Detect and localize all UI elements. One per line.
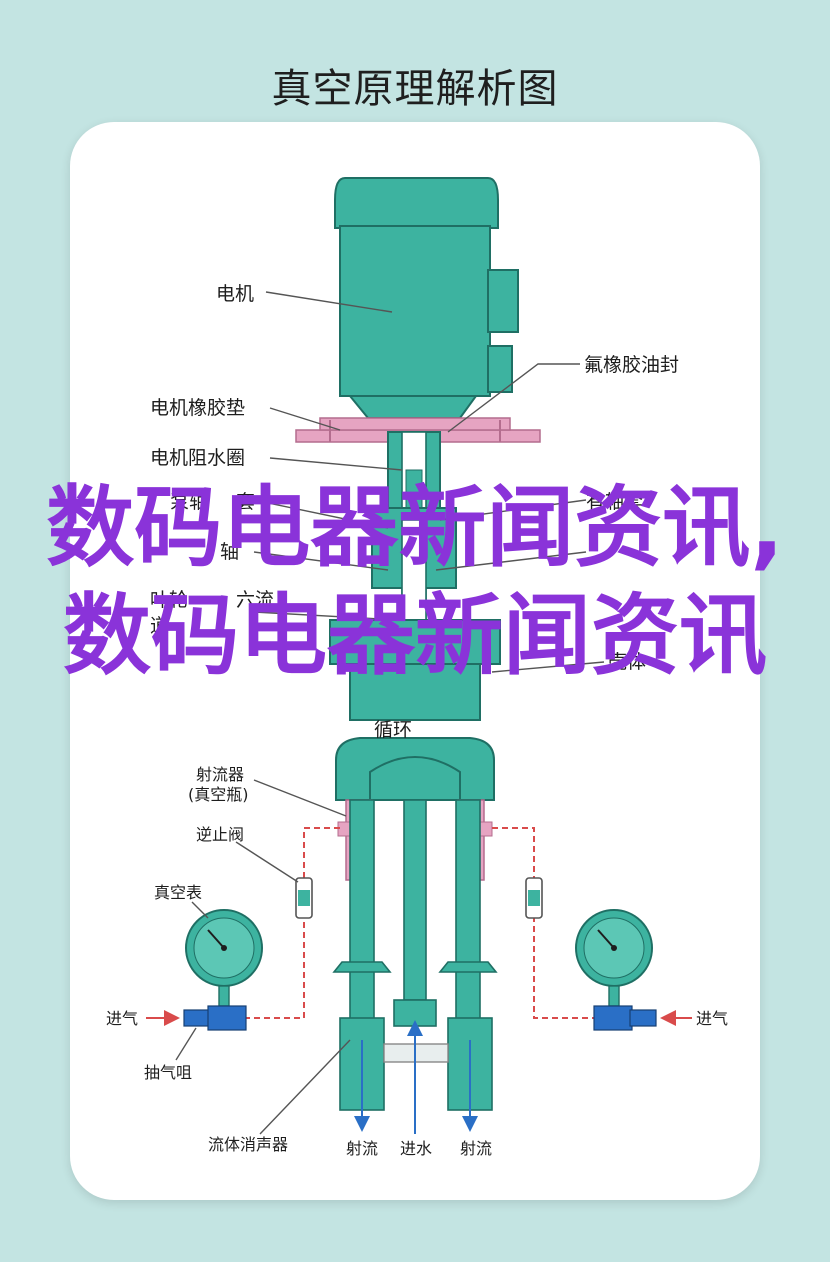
- label-air-in-right: 进气: [696, 1009, 728, 1028]
- label-motor-water-ring: 电机阻水圈: [150, 447, 245, 469]
- label-ejector-line2: (真空瓶): [188, 785, 249, 804]
- leader-lines: [175, 291, 605, 1135]
- label-body-partial: 壳体: [608, 651, 646, 673]
- label-circulation: 循环: [374, 719, 412, 741]
- vacuum-gauge-left: [185, 909, 263, 1007]
- suction-valve-right: [593, 1005, 657, 1031]
- label-check-valve: 逆止阀: [196, 825, 244, 844]
- label-jet-right: 射流: [460, 1139, 492, 1158]
- label-jet-left: 射流: [346, 1139, 378, 1158]
- label-water-in: 进水: [400, 1139, 432, 1158]
- label-motor-gasket: 电机橡胶垫: [150, 397, 245, 419]
- check-valve-left: [295, 877, 313, 919]
- label-silencer: 流体消声器: [208, 1135, 288, 1154]
- label-motor: 电机: [216, 283, 254, 305]
- label-channel-partial: 道: [150, 615, 169, 637]
- vacuum-gauge-right: [575, 909, 653, 1007]
- label-pump-sleeve-suffix: 套: [236, 491, 255, 513]
- label-shaft-partial: 轴: [220, 541, 239, 563]
- label-pump-sleeve-prefix: 泵轴: [170, 491, 208, 513]
- label-shaft-sleeve-partial: 有轴套: [586, 491, 643, 513]
- label-vacuum-gauge: 真空表: [154, 883, 202, 902]
- suction-valve-left: [183, 1005, 247, 1031]
- page-title: 真空原理解析图: [271, 66, 559, 112]
- label-flow-partial: 六流: [236, 589, 274, 611]
- flow-arrows: [354, 1020, 478, 1134]
- motor-body: [334, 177, 519, 419]
- pump-body: [329, 619, 501, 801]
- check-valve-right: [525, 877, 543, 919]
- label-fluoro-seal: 氟橡胶油封: [584, 354, 679, 376]
- label-impeller-partial: 叶轮: [150, 589, 188, 611]
- label-ejector-line1: 射流器: [196, 765, 244, 784]
- lower-columns: [332, 799, 498, 1111]
- air-lines: [244, 827, 596, 1019]
- label-air-in-left: 进气: [106, 1009, 138, 1028]
- pump-shaft: [371, 431, 457, 641]
- label-suction-valve: 抽气咀: [144, 1063, 192, 1082]
